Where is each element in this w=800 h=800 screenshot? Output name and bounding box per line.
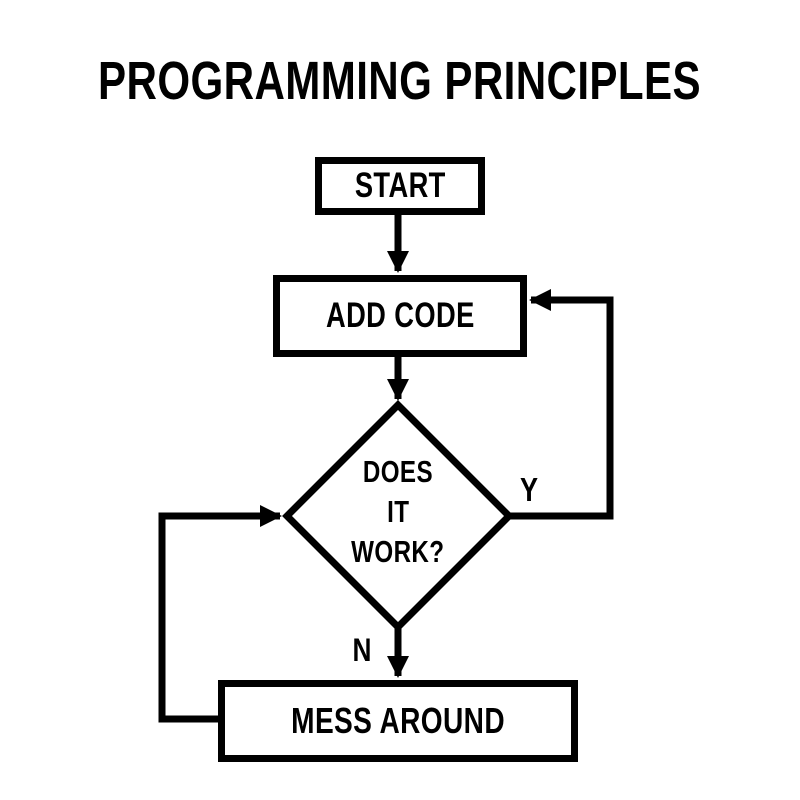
- node-addcode-box: ADD CODE: [273, 275, 527, 357]
- edge-decision-to-addcode-yes-loop: [504, 289, 614, 520]
- decision-diamond: [282, 400, 514, 632]
- node-start-label: START: [354, 166, 446, 205]
- decision-label: DOES IT WORK?: [298, 451, 498, 573]
- page-title-text: PROGRAMMING PRINCIPLES: [98, 51, 702, 111]
- page-title: PROGRAMMING PRINCIPLES: [0, 50, 800, 112]
- decision-label-line3: WORK?: [351, 534, 445, 569]
- node-start-box: START: [315, 157, 485, 215]
- node-addcode-label: ADD CODE: [325, 296, 475, 335]
- yes-edge-label: Y: [519, 471, 539, 508]
- no-edge-label: N: [352, 631, 372, 668]
- decision-label-line2: IT: [386, 494, 410, 529]
- decision-label-line1: DOES: [362, 454, 434, 489]
- node-messaround-box: MESS AROUND: [218, 680, 578, 762]
- node-messaround-label: MESS AROUND: [291, 700, 505, 741]
- edge-messaround-to-decision-loop: [158, 505, 282, 723]
